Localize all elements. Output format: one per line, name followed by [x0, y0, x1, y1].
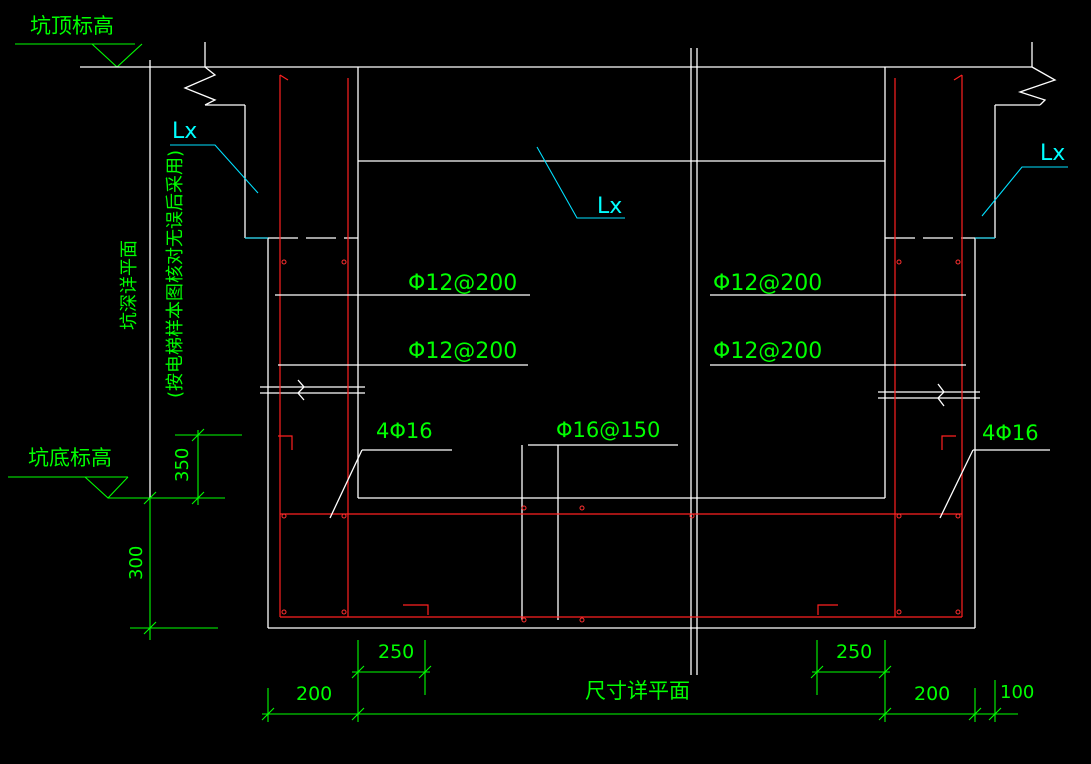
- dim-300: 300: [126, 546, 147, 580]
- dim-left-200: 200: [296, 683, 332, 705]
- dim-right-250: 250: [836, 641, 872, 663]
- pit-depth-note: 坑深详平面: [119, 240, 140, 330]
- dim-350: 350: [172, 448, 193, 482]
- dim-center-text: 尺寸详平面: [585, 679, 690, 703]
- lx-leaders: [170, 144, 1068, 239]
- lx-label-center: Lx: [597, 194, 622, 219]
- rebar-dots: [281, 259, 961, 623]
- rebar-leaders: [275, 294, 1050, 519]
- pit-bottom-label: 坑底标高: [28, 446, 112, 470]
- rebar-label-left-lower: Φ12@200: [408, 339, 517, 364]
- lx-label-left: Lx: [172, 119, 197, 144]
- dim-right-200: 200: [914, 683, 950, 705]
- pit-top-label: 坑顶标高: [30, 14, 114, 38]
- rebar-label-right-lower: Φ12@200: [713, 339, 822, 364]
- bar-label-right: 4Φ16: [982, 421, 1039, 445]
- concrete-outline: [150, 42, 1057, 675]
- lx-label-right: Lx: [1040, 141, 1065, 166]
- bar-label-left: 4Φ16: [376, 419, 433, 443]
- dim-left-250: 250: [378, 641, 414, 663]
- dim-right-100: 100: [1000, 682, 1034, 703]
- rebar-lines: [278, 74, 963, 618]
- bottom-mesh-label: Φ16@150: [556, 418, 660, 442]
- dimension-lines: [8, 43, 1018, 722]
- pit-depth-note-sub: (按电梯样本图核对无误后采用): [165, 150, 186, 398]
- labels: 坑顶标高 坑底标高 坑深详平面 (按电梯样本图核对无误后采用) Lx Lx Lx…: [28, 14, 1065, 705]
- rebar-label-left-upper: Φ12@200: [408, 271, 517, 296]
- rebar-label-right-upper: Φ12@200: [713, 271, 822, 296]
